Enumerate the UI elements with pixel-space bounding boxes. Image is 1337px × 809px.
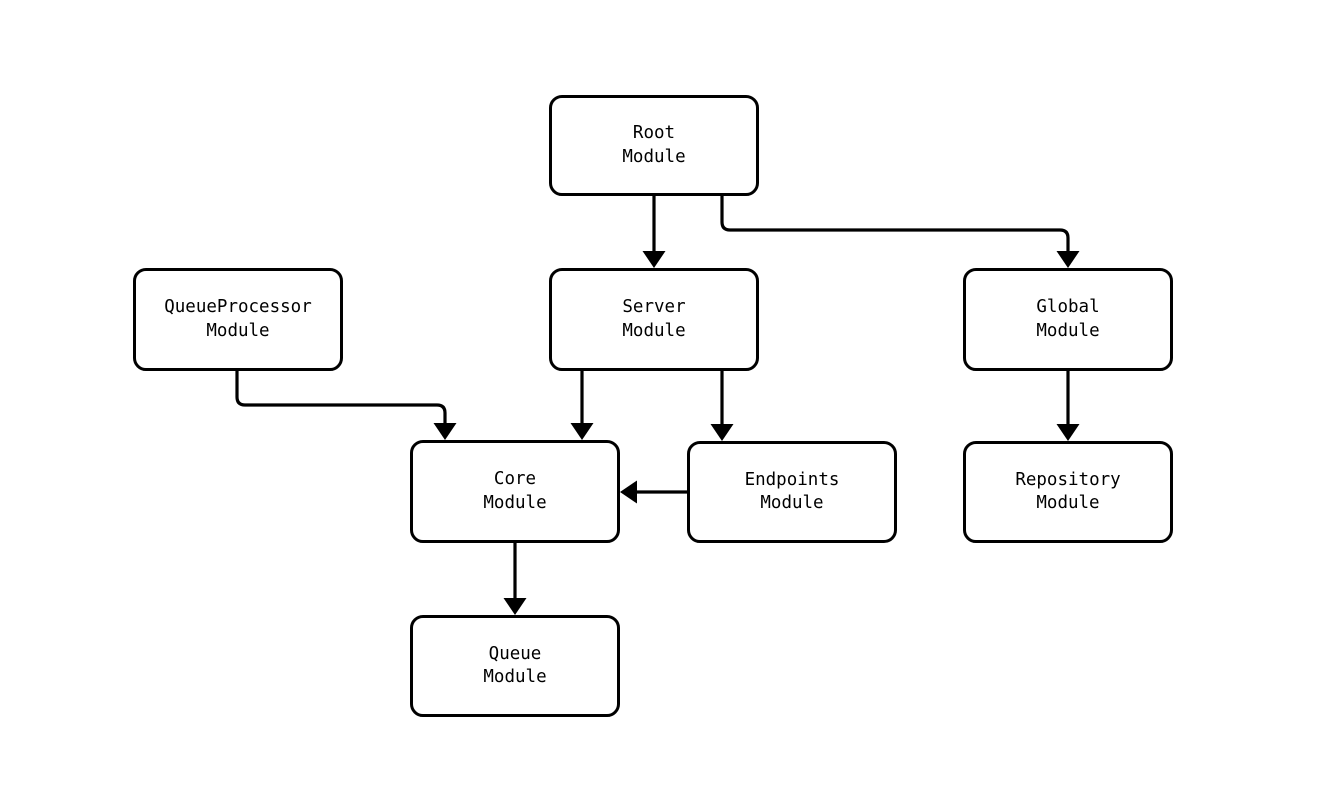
edge-root-to-global-arrowhead: [1056, 251, 1080, 268]
node-label: Repository Module: [1015, 469, 1121, 513]
node-label: Server Module: [622, 297, 686, 341]
endpoints-module-node[interactable]: Endpoints Module: [687, 441, 897, 543]
edge-queueprocessor-to-core-arrowhead: [433, 423, 457, 440]
queueprocessor-module-node[interactable]: QueueProcessor Module: [133, 268, 343, 371]
edge-queueprocessor-to-core: [235, 371, 447, 424]
global-module-node[interactable]: Global Module: [963, 268, 1173, 371]
node-label: Endpoints Module: [744, 469, 840, 513]
edge-server-to-endpoints-arrowhead: [710, 424, 734, 441]
edge-root-to-global: [720, 196, 1070, 252]
edge-server-to-core-arrowhead: [570, 423, 594, 440]
edge-endpoints-to-core-arrowhead: [620, 480, 637, 504]
queue-module-node[interactable]: Queue Module: [410, 615, 620, 717]
node-label: Queue Module: [483, 643, 547, 687]
edge-global-to-repository-arrowhead: [1056, 424, 1080, 441]
node-label: Core Module: [483, 469, 547, 513]
server-module-node[interactable]: Server Module: [549, 268, 759, 371]
repository-module-node[interactable]: Repository Module: [963, 441, 1173, 543]
edge-root-to-server-arrowhead: [642, 251, 666, 268]
root-module-node[interactable]: Root Module: [549, 95, 759, 196]
core-module-node[interactable]: Core Module: [410, 440, 620, 543]
edge-core-to-queue-arrowhead: [503, 598, 527, 615]
node-label: Root Module: [622, 123, 686, 167]
node-label: QueueProcessor Module: [164, 297, 312, 341]
node-label: Global Module: [1036, 297, 1100, 341]
